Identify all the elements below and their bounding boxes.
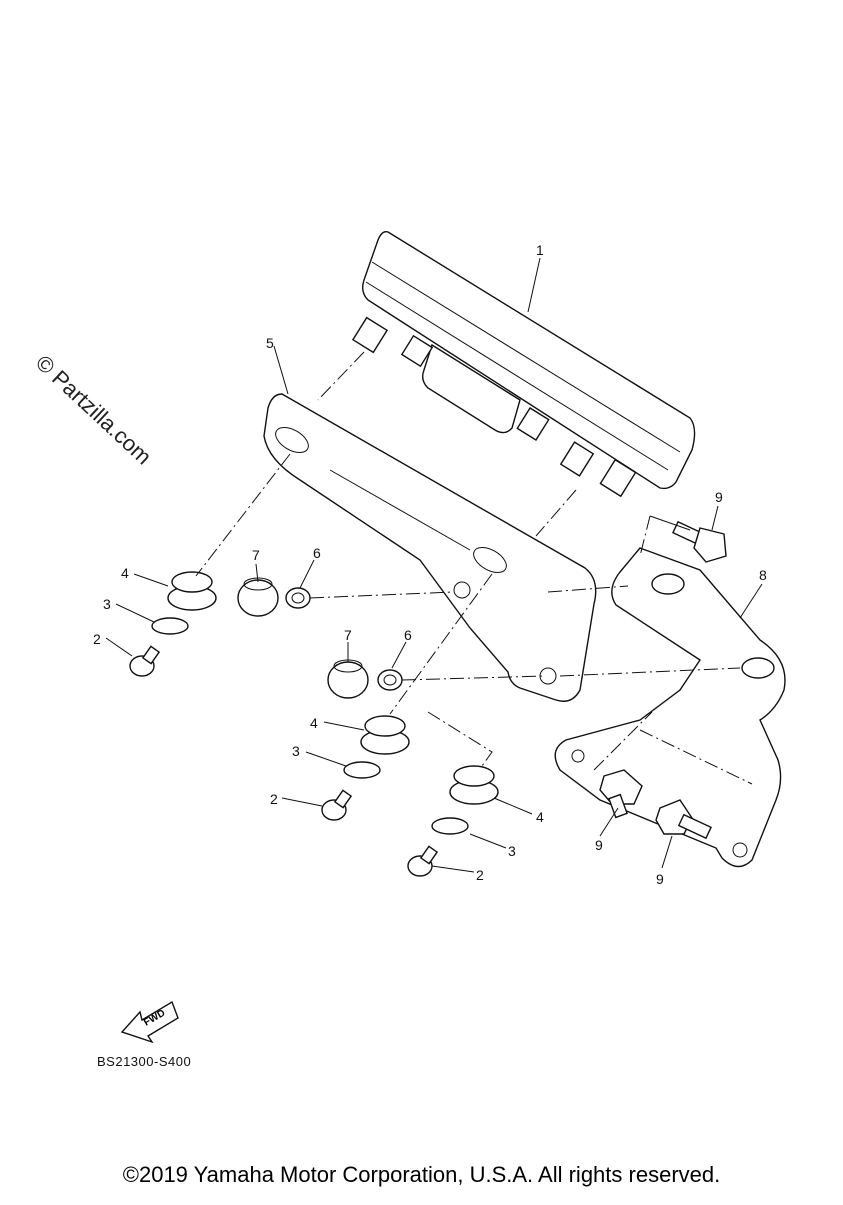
collar-3-right[interactable] — [431, 817, 469, 835]
screw-2-middle[interactable] — [321, 789, 353, 821]
leader-lines — [105, 257, 763, 873]
diagram-code: BS21300-S400 — [97, 1054, 192, 1069]
screw-2-right[interactable] — [407, 845, 439, 877]
collar-3-left[interactable] — [151, 617, 189, 635]
callout-3-right: 3 — [508, 843, 516, 859]
collar-6-lower[interactable] — [377, 669, 403, 691]
callout-4-middle: 4 — [310, 715, 318, 731]
callout-7-upper: 7 — [252, 547, 260, 563]
bolt-9-upper[interactable] — [672, 520, 727, 563]
bolt-9-lower-right[interactable] — [655, 799, 712, 840]
callout-4-right: 4 — [536, 809, 544, 825]
collar-3-middle[interactable] — [343, 761, 381, 779]
screw-2-left[interactable] — [129, 645, 161, 677]
callout-6-upper: 6 — [313, 545, 321, 561]
fwd-arrow-icon: FWD — [120, 1000, 179, 1044]
callout-4-left: 4 — [121, 565, 129, 581]
grommet-7-lower[interactable] — [327, 659, 369, 699]
callout-3-left: 3 — [103, 596, 111, 612]
assembly-centerlines — [195, 351, 753, 785]
callout-9-upper: 9 — [715, 489, 723, 505]
callout-3-middle: 3 — [292, 743, 300, 759]
meter-bracket-part-5[interactable] — [263, 393, 597, 702]
callout-6-lower: 6 — [404, 627, 412, 643]
copyright-notice: ©2019 Yamaha Motor Corporation, U.S.A. A… — [122, 1162, 721, 1187]
callout-1: 1 — [536, 242, 544, 258]
callout-7-lower: 7 — [344, 627, 352, 643]
damper-4-middle[interactable] — [360, 715, 410, 755]
callout-9-lower-left: 9 — [595, 837, 603, 853]
callout-8: 8 — [759, 567, 767, 583]
callout-5: 5 — [266, 335, 274, 351]
callout-2-right: 2 — [476, 867, 484, 883]
damper-4-left[interactable] — [167, 571, 217, 611]
callout-2-middle: 2 — [270, 791, 278, 807]
damper-4-right[interactable] — [449, 765, 499, 805]
meter-assembly-part-1[interactable] — [351, 230, 696, 498]
callout-9-lower-right: 9 — [656, 871, 664, 887]
bolt-9-lower-left[interactable] — [599, 769, 643, 819]
callout-2-left: 2 — [93, 631, 101, 647]
collar-6-upper[interactable] — [285, 587, 311, 609]
grommet-7-upper[interactable] — [237, 577, 279, 617]
